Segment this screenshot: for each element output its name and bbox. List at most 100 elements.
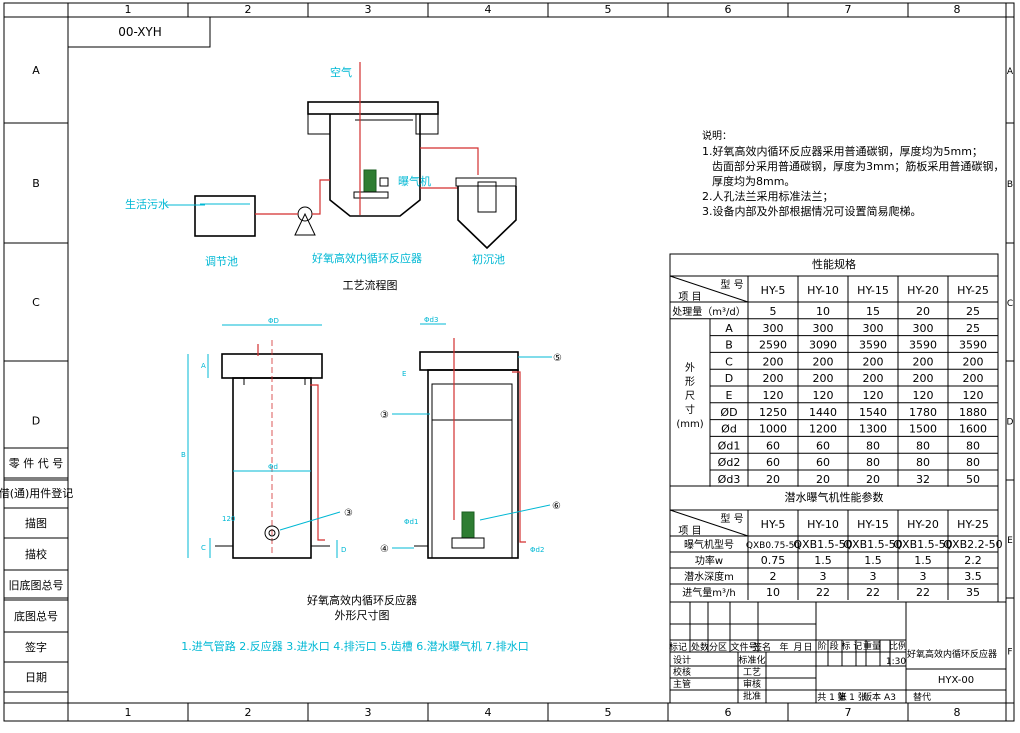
reactor-top bbox=[307, 101, 439, 115]
aerator-cell: QXB1.5-50 bbox=[793, 538, 852, 551]
reactor-body bbox=[329, 114, 421, 217]
spec-cell: 120 bbox=[963, 389, 984, 402]
spec-cell: 120 bbox=[813, 389, 834, 402]
spec-model-4: HY-25 bbox=[957, 284, 989, 297]
column-mark-7: 7 bbox=[845, 3, 852, 16]
tb-role-mid-1: 工艺 bbox=[743, 667, 761, 678]
tb-head-0: 标记 bbox=[669, 641, 687, 653]
front-view-subtitle: 外形尺寸图 bbox=[335, 608, 390, 622]
column-mark-5: 5 bbox=[605, 3, 612, 16]
spec-row-key: Ød bbox=[721, 423, 737, 436]
side-aerator-icon bbox=[461, 511, 475, 539]
spec-model-2: HY-15 bbox=[857, 284, 889, 297]
tb-head-3: 文件号 bbox=[730, 641, 757, 653]
row-mark-right-D: D bbox=[1007, 418, 1014, 428]
spec-cell: 50 bbox=[966, 473, 980, 486]
spec-cell: 1250 bbox=[759, 406, 787, 419]
dim-phiD: ΦD bbox=[268, 317, 279, 325]
tb-head-2: 分区 bbox=[709, 642, 727, 653]
dim-phid1: Φd1 bbox=[404, 518, 418, 526]
row-mark-C: C bbox=[32, 296, 40, 309]
spec-cell: 1200 bbox=[809, 423, 837, 436]
column-mark-1: 1 bbox=[125, 3, 132, 16]
tb-head-6: 月 bbox=[793, 642, 802, 653]
aerator-cell: 3 bbox=[820, 570, 827, 583]
dim-C: C bbox=[201, 544, 206, 552]
tb-replace: 替代 bbox=[913, 691, 931, 703]
spec-cell: 80 bbox=[866, 456, 880, 469]
spec-cell: 200 bbox=[913, 372, 934, 385]
spec-cell: 3590 bbox=[959, 339, 987, 352]
spec-capacity-label: 处理量（m³/d） bbox=[672, 306, 745, 318]
row-mark-right-A: A bbox=[1007, 67, 1014, 77]
title-block: 标记处数分区文件号签名年月日阶 段 标 记重量比例设计校核主管标准化工艺审核批准… bbox=[669, 601, 1007, 704]
aerator-cell: 1.5 bbox=[814, 554, 832, 567]
notes-line-2: 齿面部分采用普通碳钢，厚度为3mm；筋板采用普通碳钢， bbox=[712, 159, 1004, 173]
column-mark-2: 2 bbox=[245, 3, 252, 16]
spec-cell: 1000 bbox=[759, 423, 787, 436]
spec-cell: 120 bbox=[863, 389, 884, 402]
spec-row-key: D bbox=[725, 372, 733, 385]
aerator-row-key: 潜水深度m bbox=[684, 570, 734, 583]
side-top-box bbox=[419, 351, 519, 371]
aerator-cell: 3 bbox=[920, 570, 927, 583]
tb-head-1: 处数 bbox=[691, 641, 709, 653]
spec-cell: 200 bbox=[913, 355, 934, 368]
strip-label-1: 借(通)用件登记 bbox=[0, 486, 73, 500]
spec-dim-group: (mm) bbox=[676, 419, 703, 430]
spec-cell: 200 bbox=[813, 372, 834, 385]
tb-head2-1: 重量 bbox=[863, 640, 881, 652]
aerator-cell: 22 bbox=[866, 586, 880, 599]
column-mark-bottom-2: 2 bbox=[245, 706, 252, 719]
tb-scale: 1:30 bbox=[886, 657, 906, 667]
column-mark-bottom-8: 8 bbox=[954, 706, 961, 719]
spec-cell: 80 bbox=[966, 439, 980, 452]
spec-cell: 1540 bbox=[859, 406, 887, 419]
settling-tank bbox=[457, 186, 517, 250]
parts-legend: 1.进气管路 2.反应器 3.进水口 4.排污口 5.齿槽 6.潜水曝气机 7.… bbox=[181, 639, 528, 653]
drawing-code-mirrored: 00-XYH bbox=[118, 25, 162, 39]
tb-head-5: 年 bbox=[779, 641, 788, 653]
tb-role-mid-0: 标准化 bbox=[738, 654, 765, 666]
notes-line-1: 1.好氧高效内循环反应器采用普通碳钢，厚度均为5mm； bbox=[702, 144, 983, 158]
spec-row-key: B bbox=[725, 339, 733, 352]
spec-title: 性能规格 bbox=[812, 257, 856, 271]
row-mark-right-F: F bbox=[1007, 648, 1012, 658]
spec-model-3: HY-20 bbox=[907, 284, 939, 297]
column-mark-bottom-3: 3 bbox=[365, 706, 372, 719]
spec-dim-group: 形 bbox=[685, 376, 695, 388]
column-mark-bottom-5: 5 bbox=[605, 706, 612, 719]
aerator-cell: 22 bbox=[916, 586, 930, 599]
tb-role-1: 校核 bbox=[673, 666, 691, 678]
spec-cell: 1600 bbox=[959, 423, 987, 436]
spec-cell: 120 bbox=[763, 389, 784, 402]
aerator-cell: 3.5 bbox=[964, 570, 982, 583]
strip-label-7: 日期 bbox=[25, 671, 47, 684]
dim-c120: 120 bbox=[222, 515, 235, 523]
spec-cell: 200 bbox=[863, 355, 884, 368]
spec-cell: 1300 bbox=[859, 423, 887, 436]
aerator-cell: 22 bbox=[816, 586, 830, 599]
front-view-title: 好氧高效内循环反应器 bbox=[307, 593, 417, 607]
tb-paper: A3 bbox=[884, 693, 896, 703]
dim-A: A bbox=[201, 362, 206, 370]
spec-cell: 120 bbox=[913, 389, 934, 402]
spec-cell: 3590 bbox=[859, 339, 887, 352]
spec-cell: 25 bbox=[966, 322, 980, 335]
flow-diagram-title: 工艺流程图 bbox=[343, 278, 398, 292]
aerator-model-2: HY-15 bbox=[857, 518, 889, 531]
spec-capacity-0: 5 bbox=[770, 305, 777, 318]
spec-cell: 300 bbox=[913, 322, 934, 335]
dim-phid3: Φd3 bbox=[424, 316, 438, 324]
spec-cell: 300 bbox=[813, 322, 834, 335]
aerator-cell: 1.5 bbox=[864, 554, 882, 567]
aerator-cell: QXB1.5-50 bbox=[893, 538, 952, 551]
row-mark-D: D bbox=[32, 415, 40, 428]
row-mark-A: A bbox=[32, 64, 40, 77]
strip-label-0: 零 件 代 号 bbox=[9, 457, 64, 470]
front-view: ΦD Φd B A C D 120 ③ 好氧高效内循环反应器 外形尺寸图 1.进… bbox=[181, 317, 529, 653]
flow-reactor-label: 好氧高效内循环反应器 bbox=[312, 251, 422, 265]
